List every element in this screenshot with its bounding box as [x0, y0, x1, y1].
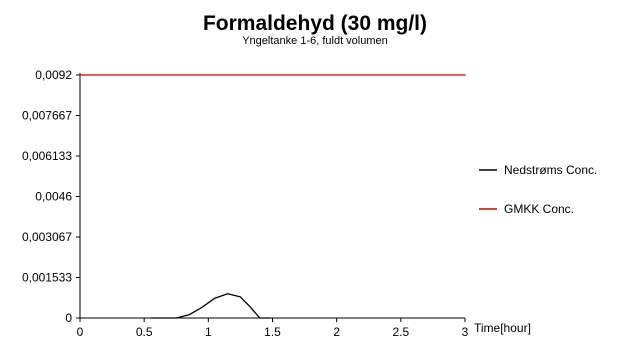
x-tick-label: 1 — [205, 325, 212, 339]
chart-subtitle: Yngeltanke 1-6, fuldt volumen — [242, 35, 388, 47]
chart-title: Formaldehyd (30 mg/l) — [203, 12, 427, 35]
y-tick-label: 0,0046 — [35, 190, 72, 204]
y-tick-label: 0,001533 — [22, 271, 72, 285]
x-tick-label: 2.5 — [392, 325, 409, 339]
y-tick-label: 0,007667 — [22, 108, 72, 122]
y-tick-label: 0,006133 — [22, 149, 72, 163]
y-tick-label: 0,003067 — [22, 230, 72, 244]
x-axis-ticks: 0 0.5 1 1.5 2 2.5 3 — [77, 318, 469, 339]
series-layer — [79, 74, 466, 319]
x-tick-label: 0.5 — [136, 325, 153, 339]
legend-label-0: Nedstrøms Conc. — [504, 163, 597, 177]
series-line-0 — [149, 293, 271, 319]
y-axis-ticks: 0 0,001533 0,003067 0,0046 0,006133 0,007667 0… — [22, 68, 80, 325]
y-tick-label: 0,0092 — [35, 68, 72, 82]
axes — [79, 73, 465, 319]
legend-label-1: GMKK Conc. — [504, 202, 574, 216]
x-axis-label: Time[hour] — [474, 321, 531, 335]
x-tick-label: 3 — [462, 325, 469, 339]
x-tick-label: 2 — [333, 325, 340, 339]
y-tick-label: 0 — [65, 311, 72, 325]
x-tick-label: 1.5 — [264, 325, 281, 339]
legend: Nedstrøms Conc. GMKK Conc. — [479, 163, 597, 216]
x-tick-label: 0 — [77, 325, 84, 339]
